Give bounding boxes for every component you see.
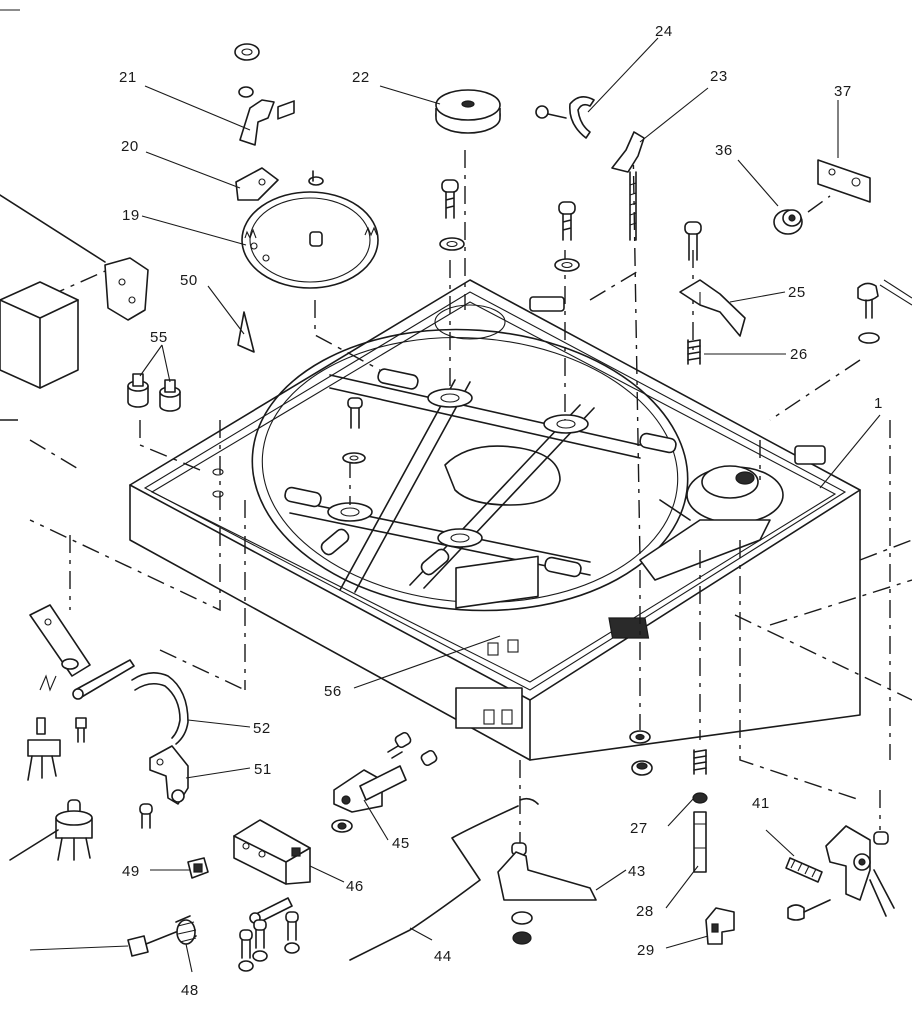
arm-base-mechanism [639, 465, 784, 581]
leader-lines [0, 9, 881, 973]
label-28: 28 [636, 903, 654, 920]
label-46: 46 [346, 878, 364, 895]
label-45: 45 [392, 835, 410, 852]
part-21-lever [234, 43, 275, 146]
front-switch-panel [455, 555, 650, 729]
label-1: 1 [874, 395, 883, 412]
label-56: 56 [324, 683, 342, 700]
label-19: 19 [122, 207, 140, 224]
label-55: 55 [150, 329, 168, 346]
label-22: 22 [352, 69, 370, 86]
label-29: 29 [637, 942, 655, 959]
part-27-spring [692, 749, 708, 804]
right-lever-assembly [825, 790, 895, 917]
damper-bushings [284, 368, 677, 578]
part-49-nut [187, 857, 209, 879]
part-26-spring [687, 339, 701, 365]
part-24-clip [535, 96, 595, 139]
part-48-spring [127, 915, 197, 957]
part-29-clip [705, 907, 735, 945]
label-37: 37 [834, 83, 852, 100]
bottom-screws [238, 911, 300, 972]
side-mechanism-box [0, 194, 149, 389]
left-bracket-assembly [9, 604, 135, 861]
label-25: 25 [788, 284, 806, 301]
label-50: 50 [180, 272, 198, 289]
part-44-wire [349, 797, 539, 961]
label-20: 20 [121, 138, 139, 155]
label-51: 51 [254, 761, 272, 778]
label-26: 26 [790, 346, 808, 363]
label-43: 43 [628, 863, 646, 880]
label-48: 48 [181, 982, 199, 999]
label-24: 24 [655, 23, 673, 40]
label-44: 44 [434, 948, 452, 965]
screws-center [342, 179, 580, 464]
part-25-arm [679, 221, 746, 337]
part-37-bracket [807, 159, 871, 213]
part-41-spring [785, 857, 831, 921]
knob-right [857, 279, 912, 344]
part-52-clip [131, 672, 189, 745]
nuts-under-chassis [629, 730, 653, 776]
part-23-pin [611, 131, 645, 241]
part-22-pulley [435, 89, 501, 134]
part-51-lever [139, 745, 189, 829]
label-21: 21 [119, 69, 137, 86]
label-49: 49 [122, 863, 140, 880]
label-27: 27 [630, 820, 648, 837]
part-55-feet [127, 373, 224, 498]
label-23: 23 [710, 68, 728, 85]
label-41: 41 [752, 795, 770, 812]
part-labels: 1 19 20 21 22 23 24 25 26 27 28 29 36 37… [119, 23, 883, 999]
label-36: 36 [715, 142, 733, 159]
label-52: 52 [253, 720, 271, 737]
part-50-blade [237, 311, 255, 353]
part-46-block [233, 819, 353, 925]
part-43-bracket [497, 842, 597, 945]
chassis-base [129, 279, 861, 761]
part-45-shaft [333, 731, 438, 813]
part-19-gear [241, 100, 379, 289]
part-20-plate [235, 167, 279, 201]
assembly-lines [0, 139, 912, 850]
part-36-bushing [773, 209, 803, 235]
part-28-pin [693, 811, 707, 873]
